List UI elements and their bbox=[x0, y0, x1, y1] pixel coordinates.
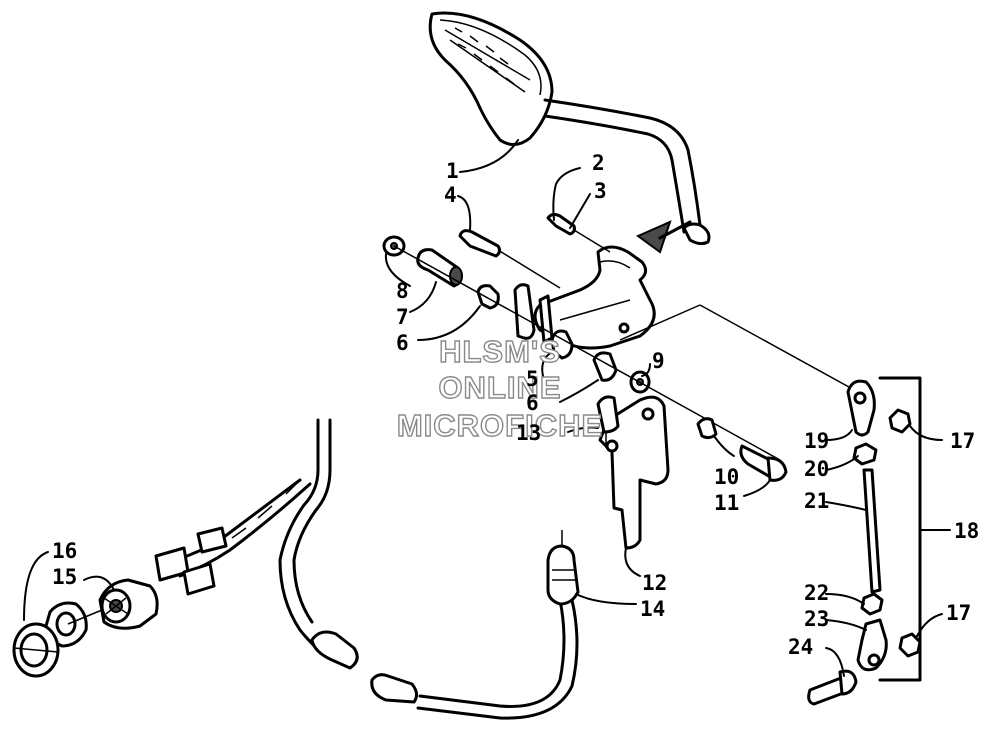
switch-13 bbox=[596, 395, 620, 448]
callout-1: 1 bbox=[446, 159, 459, 183]
rod-21 bbox=[862, 468, 882, 594]
link-guide-b bbox=[699, 304, 859, 393]
bolt-24 bbox=[807, 669, 858, 706]
callout-21: 21 bbox=[804, 489, 829, 513]
callout-7: 7 bbox=[396, 305, 409, 329]
bushing-6 bbox=[476, 284, 500, 310]
callout-13: 13 bbox=[516, 421, 541, 445]
watermark-line-1: HLSM'S bbox=[439, 334, 561, 369]
callout-6a: 6 bbox=[396, 331, 409, 355]
link-guide-a bbox=[619, 304, 701, 341]
callout-5: 5 bbox=[526, 367, 539, 391]
key-switch-15 bbox=[98, 578, 159, 630]
callout-10: 10 bbox=[714, 465, 739, 489]
callout-9: 9 bbox=[652, 349, 665, 373]
leader-lines bbox=[23, 139, 943, 677]
watermark-line-2: ONLINE bbox=[438, 370, 561, 405]
jam-nut-22 bbox=[860, 592, 884, 616]
callout-16: 16 bbox=[52, 539, 77, 563]
callouts: 1 2 3 4 8 7 6 5 6 9 13 10 11 12 14 16 15… bbox=[52, 151, 979, 659]
callout-14: 14 bbox=[640, 597, 665, 621]
callout-2: 2 bbox=[592, 151, 605, 175]
cable-14 bbox=[370, 530, 580, 720]
ball-joint-19 bbox=[846, 379, 876, 437]
jam-nut-20 bbox=[852, 442, 878, 466]
callout-4: 4 bbox=[444, 183, 457, 207]
callout-17-upper: 17 bbox=[950, 429, 975, 453]
watermark-line-3: MICROFICHE bbox=[397, 408, 603, 443]
bezel-16 bbox=[12, 622, 60, 678]
callout-12: 12 bbox=[642, 571, 667, 595]
callout-8: 8 bbox=[396, 279, 409, 303]
callout-15: 15 bbox=[52, 565, 77, 589]
callout-11: 11 bbox=[714, 491, 739, 515]
nut-17-upper bbox=[888, 408, 912, 434]
clip-10 bbox=[696, 417, 718, 440]
callout-22: 22 bbox=[804, 581, 829, 605]
mount-bracket-12 bbox=[598, 395, 670, 550]
nut-17-lower bbox=[898, 632, 922, 658]
callout-6b: 6 bbox=[526, 391, 539, 415]
shift-pivot-arm bbox=[513, 245, 656, 350]
bolt-11 bbox=[739, 444, 788, 482]
callout-23: 23 bbox=[804, 607, 829, 631]
watermark: HLSM'S ONLINE MICROFICHE bbox=[396, 333, 603, 443]
callout-19: 19 bbox=[804, 429, 829, 453]
shift-lever-handle bbox=[428, 11, 711, 254]
pin-2 bbox=[546, 212, 611, 253]
callout-17-lower: 17 bbox=[946, 601, 971, 625]
wire-harness bbox=[154, 418, 359, 670]
callout-3: 3 bbox=[594, 179, 607, 203]
callout-20: 20 bbox=[804, 457, 829, 481]
callout-24: 24 bbox=[788, 635, 813, 659]
assembly-axis bbox=[393, 245, 781, 461]
rod-end-23 bbox=[856, 618, 888, 672]
callout-18: 18 bbox=[954, 519, 979, 543]
bolt-4 bbox=[458, 229, 561, 289]
